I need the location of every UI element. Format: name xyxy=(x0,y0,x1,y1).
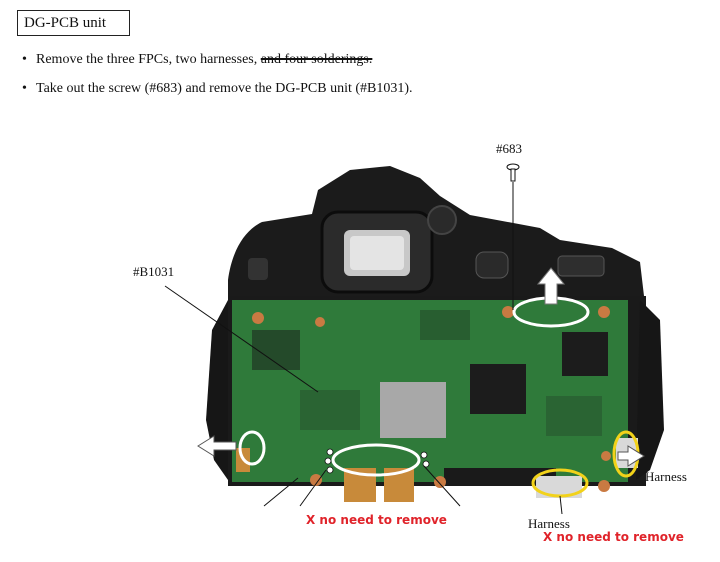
no-need-note-left: X no need to remove xyxy=(306,513,447,527)
harness-bottom-leader xyxy=(559,495,563,515)
delete-button xyxy=(248,258,268,280)
bullet: • xyxy=(22,81,27,96)
arrow-left xyxy=(197,435,237,457)
step-1-struck-text: and four solderings. xyxy=(260,52,373,67)
screw-icon xyxy=(506,163,520,182)
arrow-right xyxy=(617,445,645,467)
step-1: • Remove the three FPCs, two harnesses, a… xyxy=(22,51,372,69)
viewfinder xyxy=(320,210,434,294)
arrow-up xyxy=(536,267,566,305)
fpc-left-highlight xyxy=(238,430,266,466)
no-need-note-right: X no need to remove xyxy=(543,530,684,544)
harness-right-label: Harness xyxy=(645,469,687,484)
screw-label: #683 xyxy=(496,141,522,156)
command-dial xyxy=(427,205,457,235)
step-1-text: Remove the three FPCs, two harnesses, xyxy=(36,52,261,67)
harness-bottom-label: Harness xyxy=(528,516,570,531)
step-2: • Take out the screw (#683) and remove th… xyxy=(22,80,413,98)
unit-label: #B1031 xyxy=(133,264,175,279)
unit-leader-line xyxy=(164,285,319,393)
ael-button xyxy=(475,251,509,279)
bullet: • xyxy=(22,52,27,67)
fpc-bottom-highlight xyxy=(331,443,421,477)
section-title: DG-PCB unit xyxy=(17,10,130,36)
rear-dial xyxy=(557,255,605,277)
step-2-text: Take out the screw (#683) and remove the… xyxy=(36,81,413,96)
